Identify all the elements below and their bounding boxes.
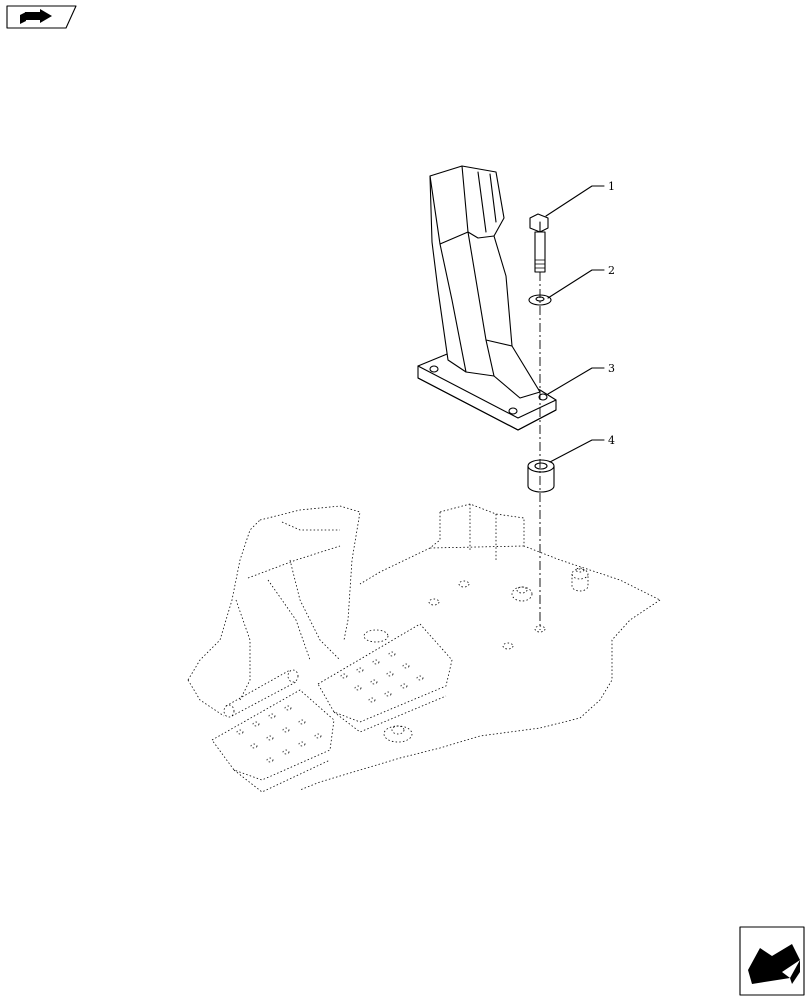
bolt: [529, 213, 549, 273]
forward-arrow-icon[interactable]: [6, 5, 77, 29]
brake-pedals: [211, 623, 453, 793]
leader-lines: [545, 185, 605, 463]
callout-number-4: 4: [608, 434, 615, 447]
callout-number-2: 2: [608, 264, 615, 277]
callout-number-1: 1: [608, 180, 615, 193]
callout-number-3: 3: [608, 362, 615, 375]
cab-floor-context: [187, 503, 661, 791]
spacer: [527, 459, 555, 493]
washer: [528, 294, 552, 306]
back-arrow-icon[interactable]: [739, 926, 805, 996]
